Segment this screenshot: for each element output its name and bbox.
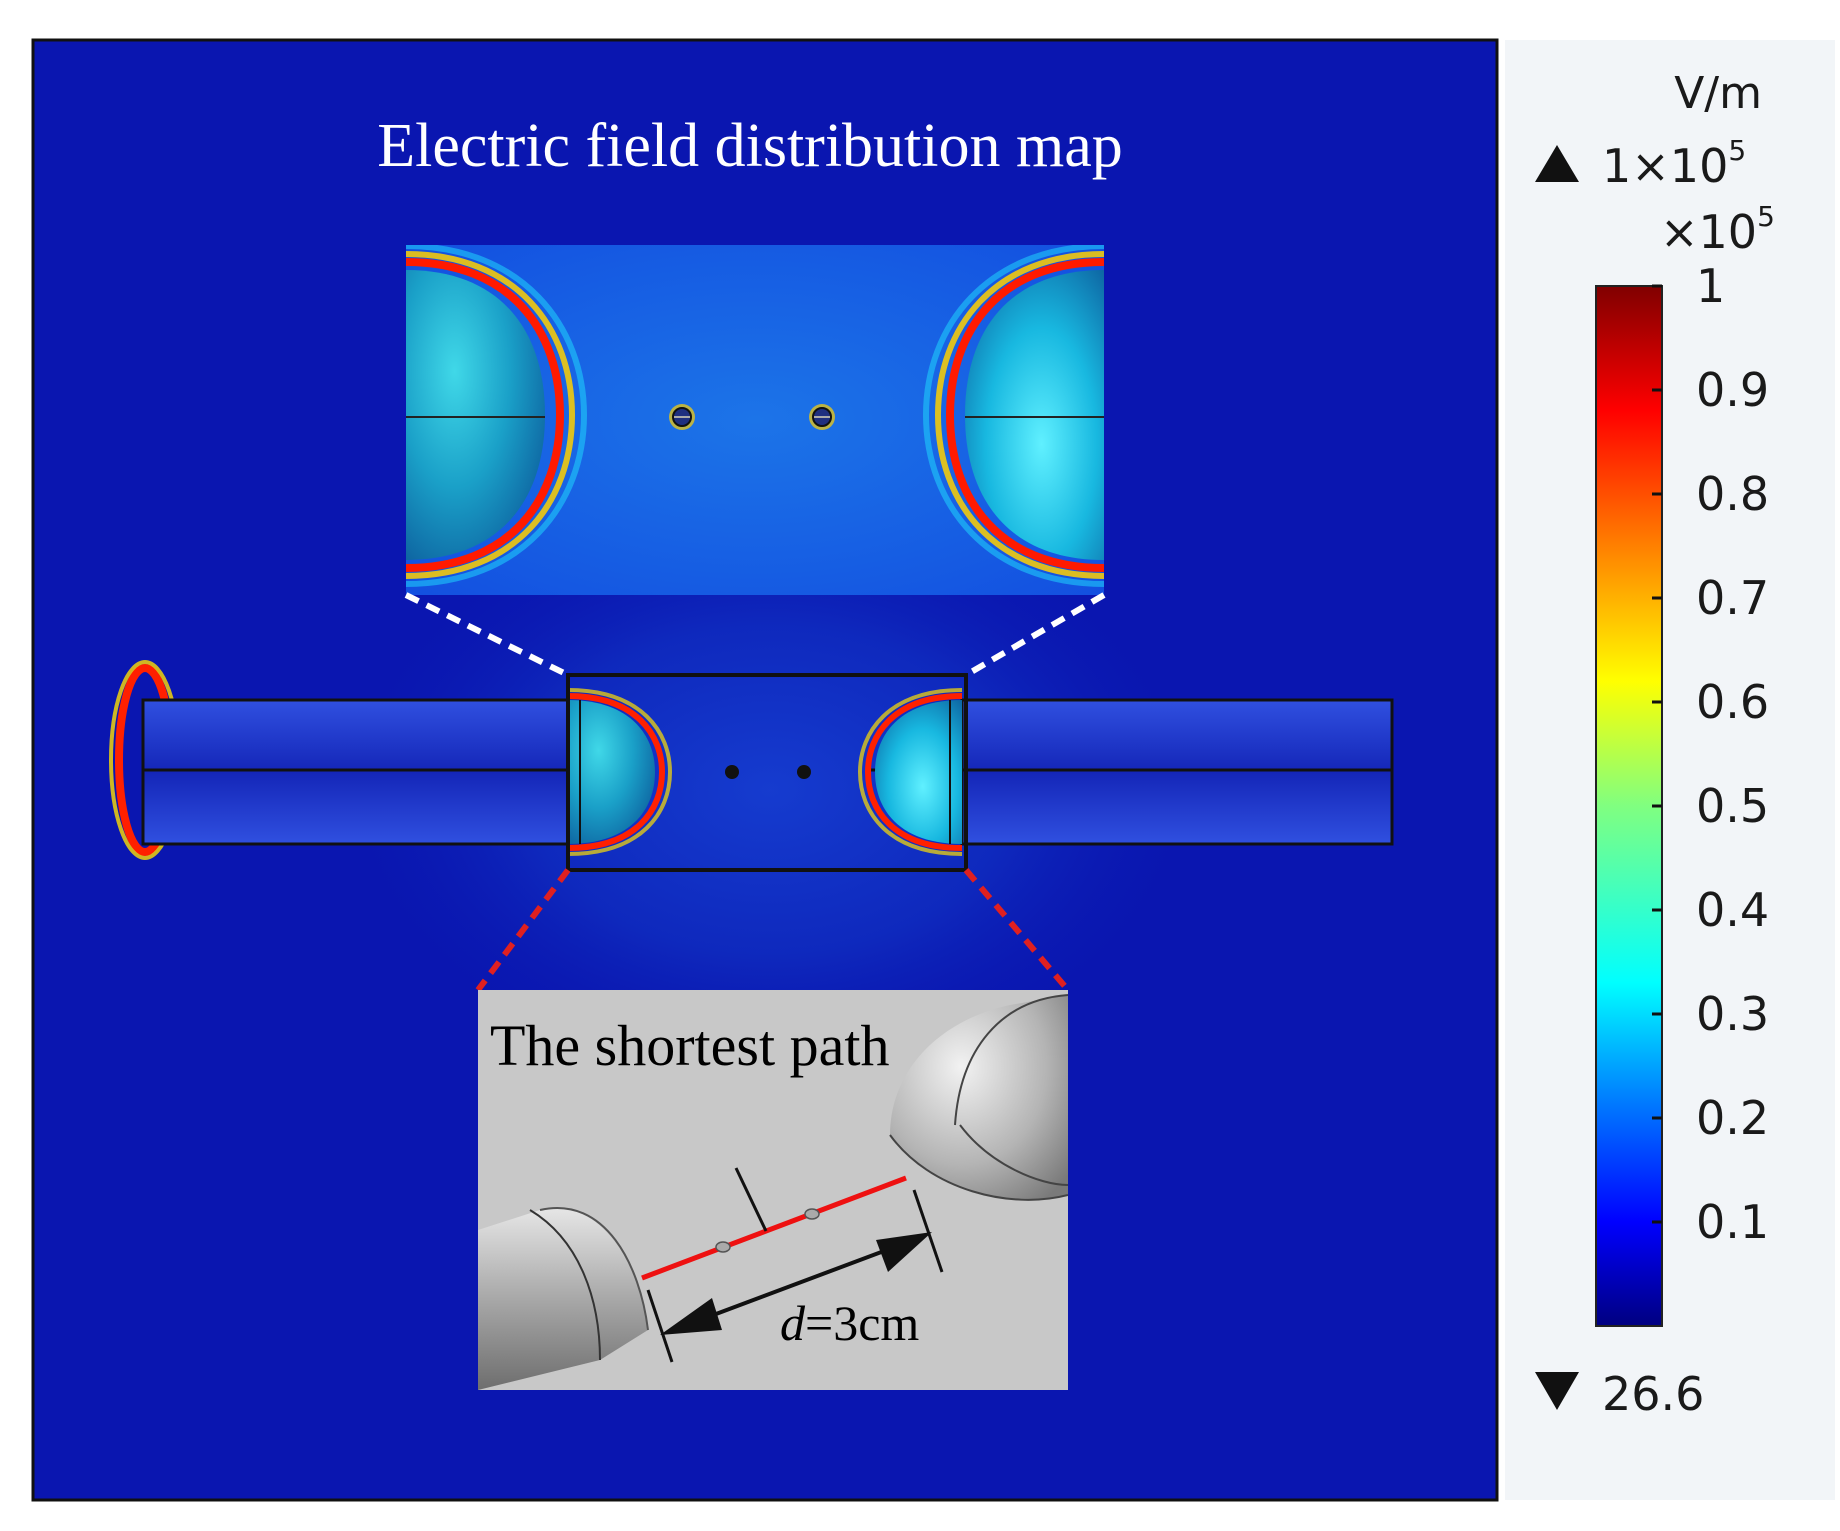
particle [669,404,695,430]
distance-value: =3cm [805,1295,919,1351]
path-particle [715,1241,731,1253]
colorbar-min: 26.6 [1602,1367,1704,1421]
left-electrode-cap [406,270,545,560]
left-electrode-cap-main [568,700,655,844]
inset-left-rod [478,1207,648,1390]
colorbar-tick-label: 0.1 [1696,1195,1769,1249]
colorbar-max: 1×105 [1602,134,1746,193]
particle-main [797,765,811,779]
colorbar-tick-label: 0.8 [1696,467,1769,521]
colorbar-tick-label: 0.4 [1696,883,1769,937]
colorbar-multiplier: ×105 [1660,200,1775,259]
colorbar-tick-label: 0.3 [1696,987,1769,1041]
distance-label: d=3cm [780,1295,919,1351]
particle-main [725,765,739,779]
zoom-region-box [566,673,968,872]
inset-connector-lines [475,868,1071,992]
path-particle [804,1208,820,1220]
inset-right-rod [890,995,1068,1200]
max-triangle-icon [1535,145,1579,182]
colorbar-tick-label: 0.7 [1696,571,1769,625]
colorbar-legend: V/m 1×105 ×105 1 0.9 0.8 0.7 0.6 0.5 0.4 0.3 0.2… [1505,40,1835,1500]
shortest-path-inset: The shortest path d=3cm [478,990,1068,1390]
colorbar-gradient [1595,285,1663,1327]
colorbar-ticks: 1 0.9 0.8 0.7 0.6 0.5 0.4 0.3 0.2 0.1 [1652,259,1769,1249]
colorbar-tick-label: 0.6 [1696,675,1769,729]
right-electrode-cap [965,270,1104,560]
zoom-view [406,245,1104,595]
zoom-connector-lines [404,592,1106,678]
distance-symbol: d [780,1295,806,1351]
colorbar-tick-label: 0.2 [1696,1091,1769,1145]
right-electrode-cap-main [875,700,962,844]
colorbar-unit: V/m [1674,68,1762,119]
shortest-path-line [641,1175,907,1281]
figure-title: Electric field distribution map [377,112,1123,180]
inset-label: The shortest path [490,1013,889,1078]
particle [809,404,835,430]
colorbar-tick-label: 0.9 [1696,363,1769,417]
min-triangle-icon [1535,1372,1579,1410]
colorbar-tick-label: 1 [1696,259,1725,313]
colorbar-tick-label: 0.5 [1696,779,1769,833]
electrode-rods [109,660,1394,872]
